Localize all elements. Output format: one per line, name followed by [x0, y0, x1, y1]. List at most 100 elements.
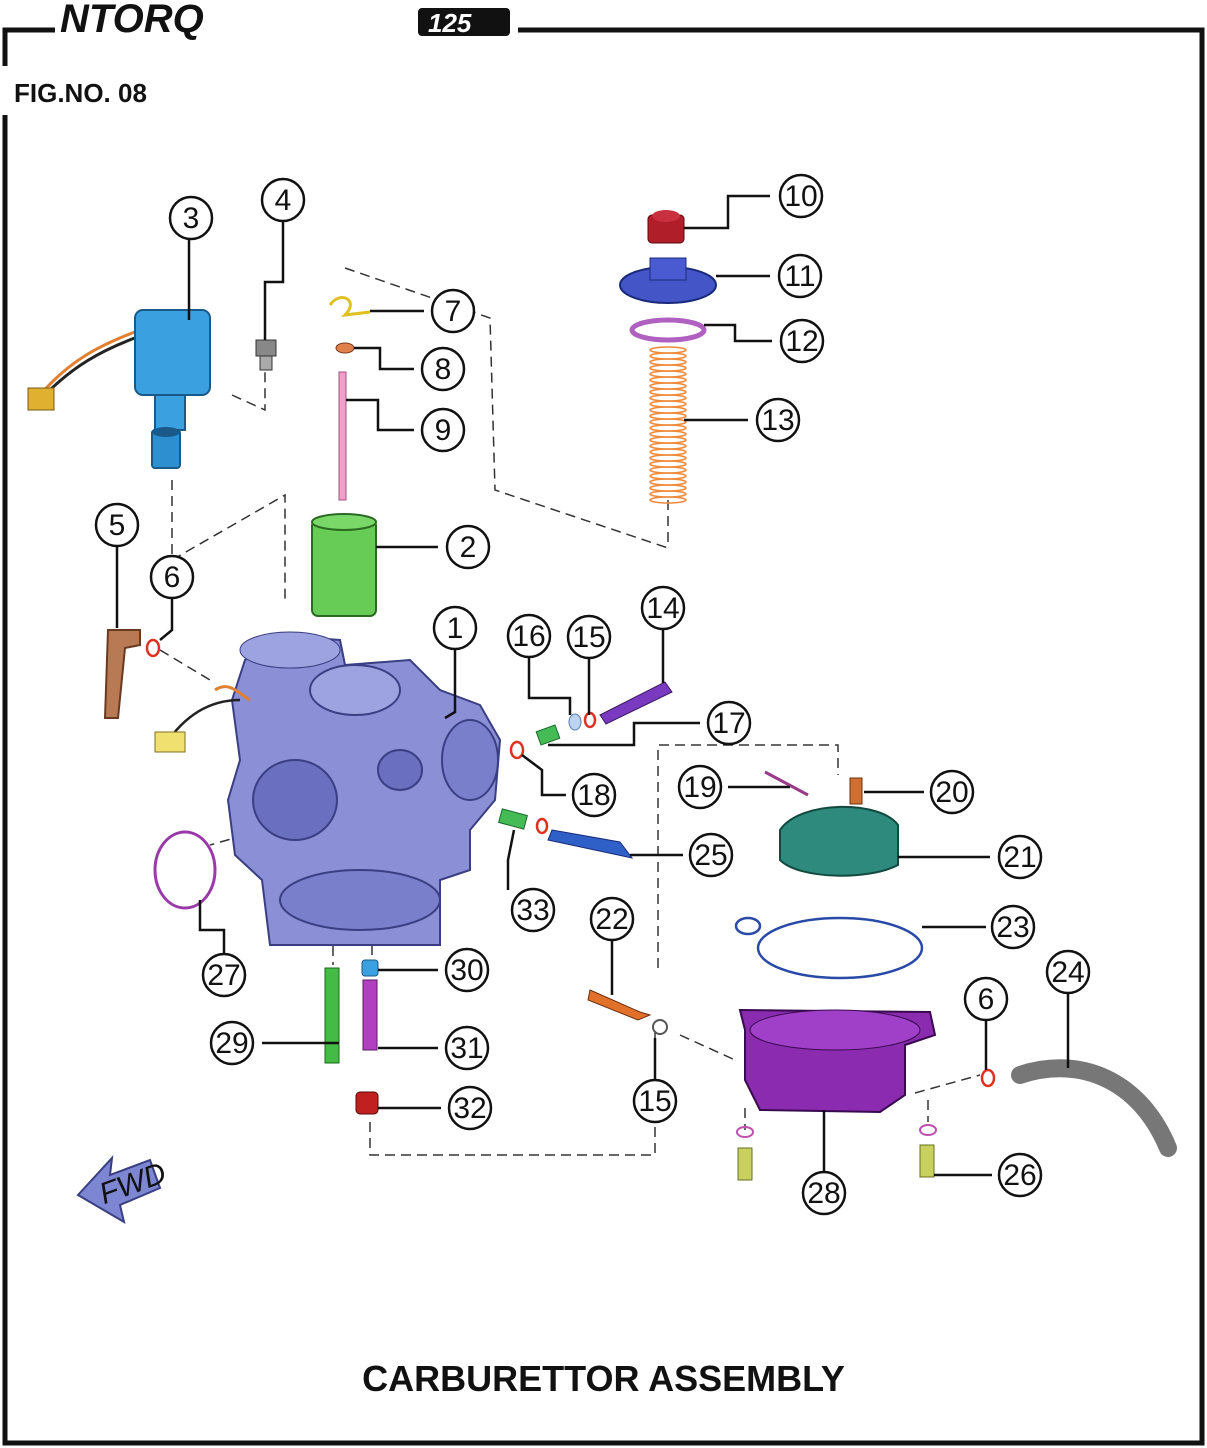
callout-circle [1045, 949, 1091, 995]
spring-coil [649, 412, 687, 420]
needle-parts [328, 296, 371, 501]
callout-circle [201, 952, 247, 998]
callout-circle [779, 318, 825, 364]
bolt-26-parts [736, 1124, 937, 1181]
callout-label: 24 [1051, 956, 1084, 989]
callout-circle [510, 887, 556, 933]
callout-circle [168, 195, 214, 241]
logo-badge: 125 [428, 8, 472, 38]
spring-coil [649, 388, 687, 396]
spring-coil [649, 358, 687, 366]
spring-coil [649, 430, 687, 438]
callout-label: 18 [577, 779, 610, 812]
callout-label: 16 [512, 620, 545, 653]
gasket-part [734, 916, 924, 980]
callout-circle [149, 554, 195, 600]
hose-part [103, 629, 141, 719]
callout-circle [420, 346, 466, 392]
o-ring-parts [145, 638, 996, 1088]
callout-label: 4 [275, 184, 292, 217]
callout-label: 27 [207, 959, 240, 992]
callout-circle [260, 177, 306, 223]
callout-circle [209, 1020, 255, 1066]
callout-label: 29 [215, 1027, 248, 1060]
callout-circle [420, 407, 466, 453]
callout-label: 25 [694, 839, 727, 872]
figure-number: FIG.NO. 08 [14, 78, 147, 108]
callout-label: 7 [445, 295, 462, 328]
spring-coil [649, 376, 687, 384]
spring-coil [649, 370, 687, 378]
float-parts [764, 770, 899, 877]
callout-circle [566, 614, 612, 660]
spring-coil [649, 454, 687, 462]
callout-label: 26 [1003, 1159, 1036, 1192]
callout-label: 23 [996, 911, 1029, 944]
leader-lines [115, 194, 1070, 1177]
carburettor-body [154, 631, 502, 946]
spring-coil [649, 448, 687, 456]
callout-circle [506, 613, 552, 659]
callout-label: 28 [807, 1177, 840, 1210]
callout-circle [778, 173, 824, 219]
callout-label: 2 [460, 531, 477, 564]
callout-label: 14 [646, 592, 679, 625]
callout-circle [445, 524, 491, 570]
o-ring-27 [153, 830, 217, 910]
callout-label: 21 [1003, 841, 1036, 874]
idle-screw-parts [498, 808, 634, 859]
callout-circle [571, 772, 617, 818]
callout-label: 12 [785, 325, 818, 358]
spring-coil [649, 352, 687, 360]
callout-label: 30 [450, 954, 483, 987]
callout-circle [94, 502, 140, 548]
callout-label: 32 [453, 1092, 486, 1125]
callout-label: 10 [784, 180, 817, 213]
callout-circle [688, 832, 734, 878]
solenoid-part [27, 309, 211, 469]
callout-circle [929, 769, 975, 815]
callout-circle [444, 1025, 490, 1071]
callout-circle [632, 1078, 678, 1124]
hose-24 [1011, 1059, 1177, 1157]
callout-circle [447, 1085, 493, 1131]
callout-circle [432, 605, 478, 651]
page-frame [2, 27, 1205, 1446]
callout-label: 8 [435, 353, 452, 386]
spring-coil [649, 472, 687, 480]
callout-circle [777, 253, 823, 299]
spring-coil [649, 478, 687, 486]
spring-coil [649, 400, 687, 408]
callout-label: 3 [183, 202, 200, 235]
spring-coil [649, 424, 687, 432]
float-bowl-part [738, 1008, 937, 1114]
bolt-part [255, 339, 277, 371]
spring-coil [649, 382, 687, 390]
forward-arrow-icon: FWD [76, 1155, 171, 1225]
pilot-screw-part [587, 989, 668, 1035]
callout-label: 15 [572, 621, 605, 654]
spring-coil [649, 490, 687, 498]
callout-label: 6 [978, 983, 995, 1016]
callout-circle [997, 1152, 1043, 1198]
callout-label: 1 [447, 612, 464, 645]
cap-parts [619, 210, 717, 343]
callout-label: 19 [683, 771, 716, 804]
callout-label: 5 [109, 509, 126, 542]
adjust-screw-parts [535, 681, 673, 746]
callout-circle [990, 904, 1036, 950]
callout-circle [430, 288, 476, 334]
callout-label: 33 [516, 894, 549, 927]
callout-label: 31 [450, 1032, 483, 1065]
spring-coil [649, 394, 687, 402]
callout-circle [706, 700, 752, 746]
callout-circle [997, 834, 1043, 880]
logo-wordmark: NTORQ [60, 0, 204, 41]
spring-coil [649, 460, 687, 468]
callout-circle [640, 585, 686, 631]
callout-label: 11 [784, 260, 815, 293]
spring-coil [649, 466, 687, 474]
spring-coil [649, 346, 687, 354]
